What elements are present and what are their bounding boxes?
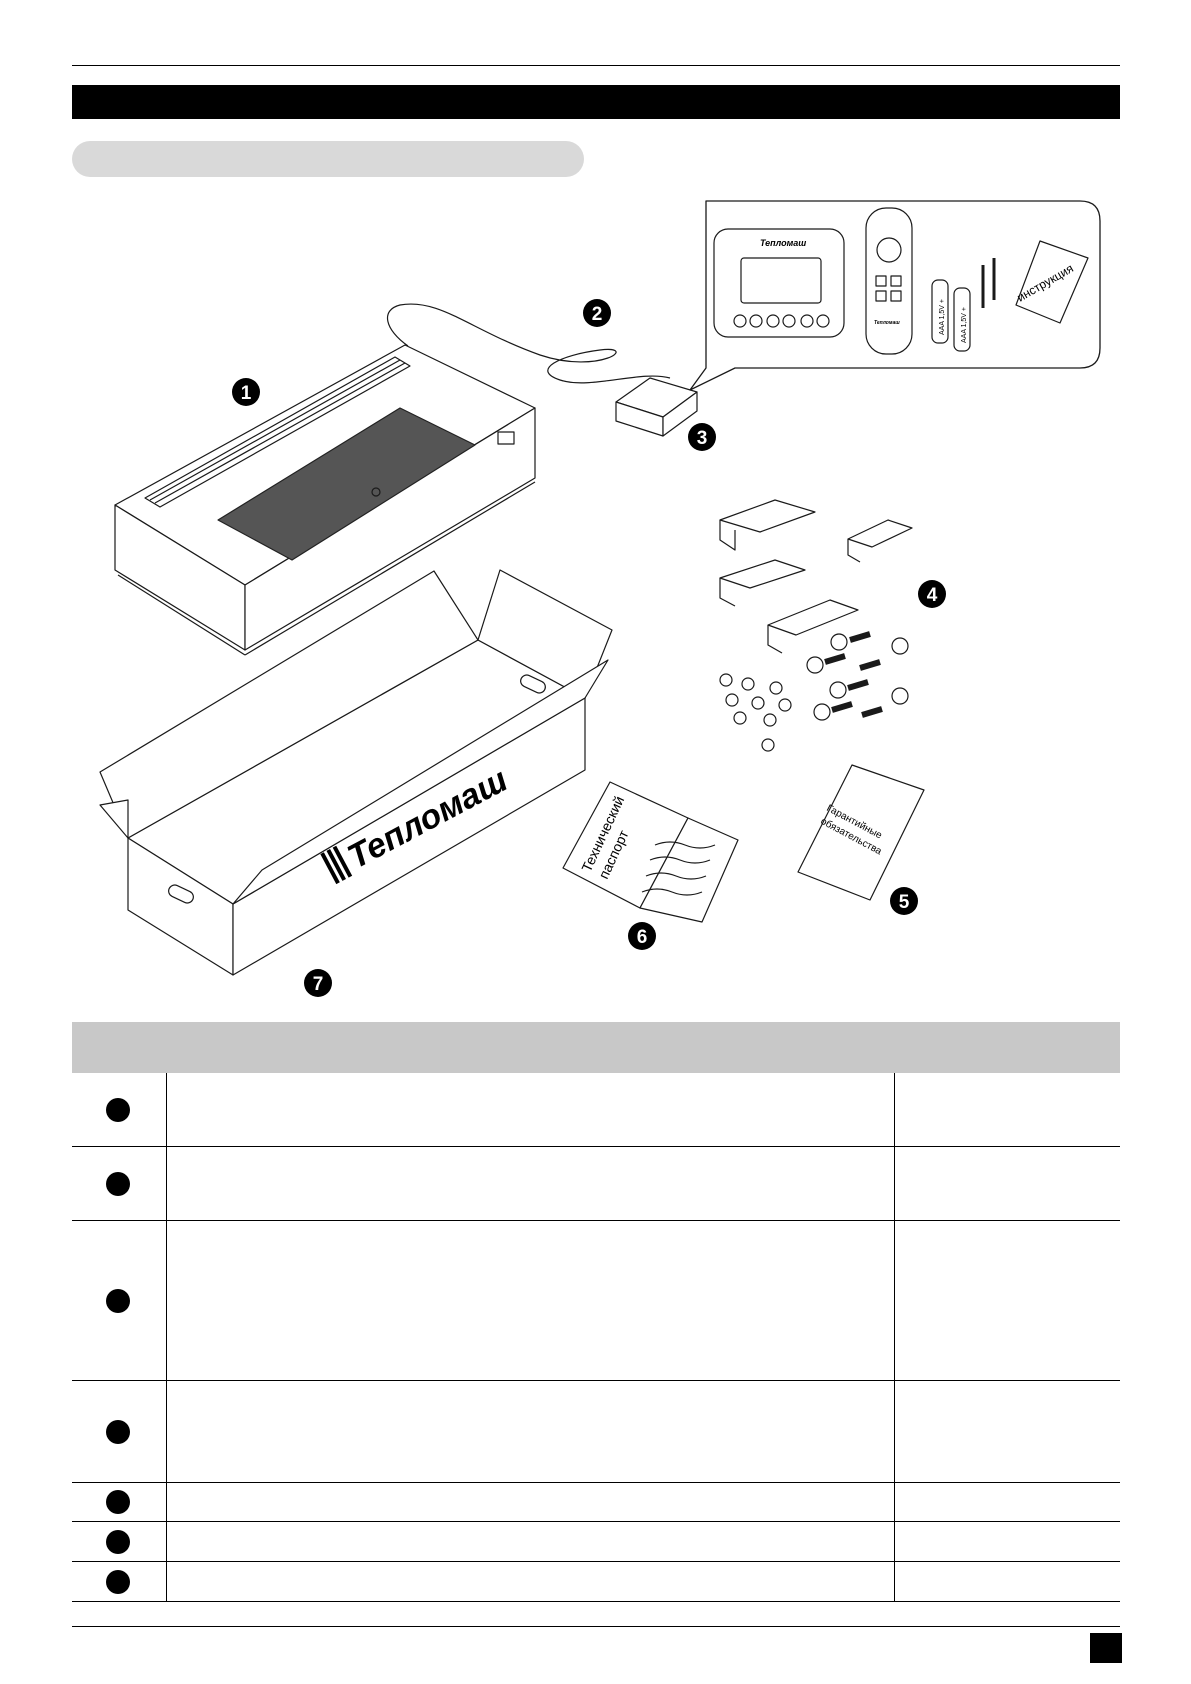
- table-row: [72, 1483, 1120, 1522]
- product-contents-illustration: Тепломаш Тепломаш Тепломаш AAA 1,5V + AA…: [0, 190, 1191, 1010]
- table-row: [72, 1562, 1120, 1602]
- filled-circle-icon: [106, 1529, 130, 1554]
- filled-circle-icon: [106, 1171, 130, 1196]
- filled-circle-icon: [106, 1569, 130, 1594]
- brand-logo-remote: Тепломаш: [874, 320, 900, 326]
- row-description-cell: [166, 1483, 895, 1521]
- svg-text:4: 4: [927, 585, 938, 606]
- callout-number-icon-6: 6: [628, 922, 656, 950]
- row-description-cell: [166, 1147, 895, 1220]
- row-description-cell: [166, 1221, 895, 1380]
- row-marker-cell: [72, 1562, 167, 1601]
- mounting-brackets-drawing: [719, 499, 913, 654]
- row-description-cell: [166, 1073, 895, 1146]
- control-box-drawing: [615, 377, 698, 437]
- callout-number-icon-3: 3: [688, 423, 716, 451]
- row-marker-cell: [72, 1381, 167, 1482]
- section-heading-pill: [72, 141, 584, 177]
- row-marker-cell: [72, 1147, 167, 1220]
- callout-number-icon-4: 4: [918, 580, 946, 608]
- callout-number-icon-5: 5: [890, 887, 918, 915]
- row-quantity-cell: [894, 1562, 1120, 1601]
- row-description-cell: [166, 1381, 895, 1482]
- table-row: [72, 1522, 1120, 1562]
- row-quantity-cell: [894, 1147, 1120, 1220]
- row-quantity-cell: [894, 1381, 1120, 1482]
- table-row: [72, 1221, 1120, 1381]
- svg-text:7: 7: [313, 974, 324, 995]
- warranty-booklet-drawing: [797, 764, 925, 901]
- table-row: [72, 1147, 1120, 1221]
- fireplace-unit-drawing: [114, 344, 536, 656]
- svg-text:6: 6: [637, 927, 648, 948]
- footer-rule: [72, 1626, 1120, 1627]
- row-description-cell: [166, 1522, 895, 1561]
- row-marker-cell: [72, 1221, 167, 1380]
- row-marker-cell: [72, 1073, 167, 1146]
- row-description-cell: [166, 1562, 895, 1601]
- technical-passport-drawing: [562, 781, 739, 923]
- table-row: [72, 1073, 1120, 1147]
- cable-drawing: [386, 303, 671, 384]
- table-header: [72, 1022, 1120, 1073]
- accessories-callout-bubble: [689, 200, 1101, 391]
- row-quantity-cell: [894, 1221, 1120, 1380]
- title-bar: [72, 85, 1120, 119]
- svg-text:5: 5: [899, 892, 910, 913]
- row-quantity-cell: [894, 1522, 1120, 1561]
- callout-number-icon-7: 7: [304, 969, 332, 997]
- filled-circle-icon: [106, 1097, 130, 1122]
- row-marker-cell: [72, 1522, 167, 1561]
- page-number-box: [1090, 1633, 1122, 1663]
- battery-label: AAA 1,5V +: [961, 307, 968, 343]
- svg-text:2: 2: [592, 304, 603, 325]
- table-row: [72, 1381, 1120, 1483]
- filled-circle-icon: [106, 1419, 130, 1444]
- row-marker-cell: [72, 1483, 167, 1521]
- callout-number-icon-1: 1: [232, 378, 260, 406]
- svg-text:1: 1: [241, 383, 252, 404]
- filled-circle-icon: [106, 1288, 130, 1313]
- packaging-box-drawing: [99, 569, 613, 976]
- callout-number-icon-2: 2: [583, 299, 611, 327]
- filled-circle-icon: [106, 1490, 130, 1514]
- contents-table: [72, 1073, 1120, 1602]
- row-quantity-cell: [894, 1073, 1120, 1146]
- row-quantity-cell: [894, 1483, 1120, 1521]
- screws-and-washers-drawing: [719, 631, 909, 752]
- svg-text:3: 3: [697, 428, 708, 449]
- header-rule: [72, 65, 1120, 66]
- brand-logo-panel: Тепломаш: [760, 238, 806, 248]
- battery-label: AAA 1,5V +: [939, 299, 946, 335]
